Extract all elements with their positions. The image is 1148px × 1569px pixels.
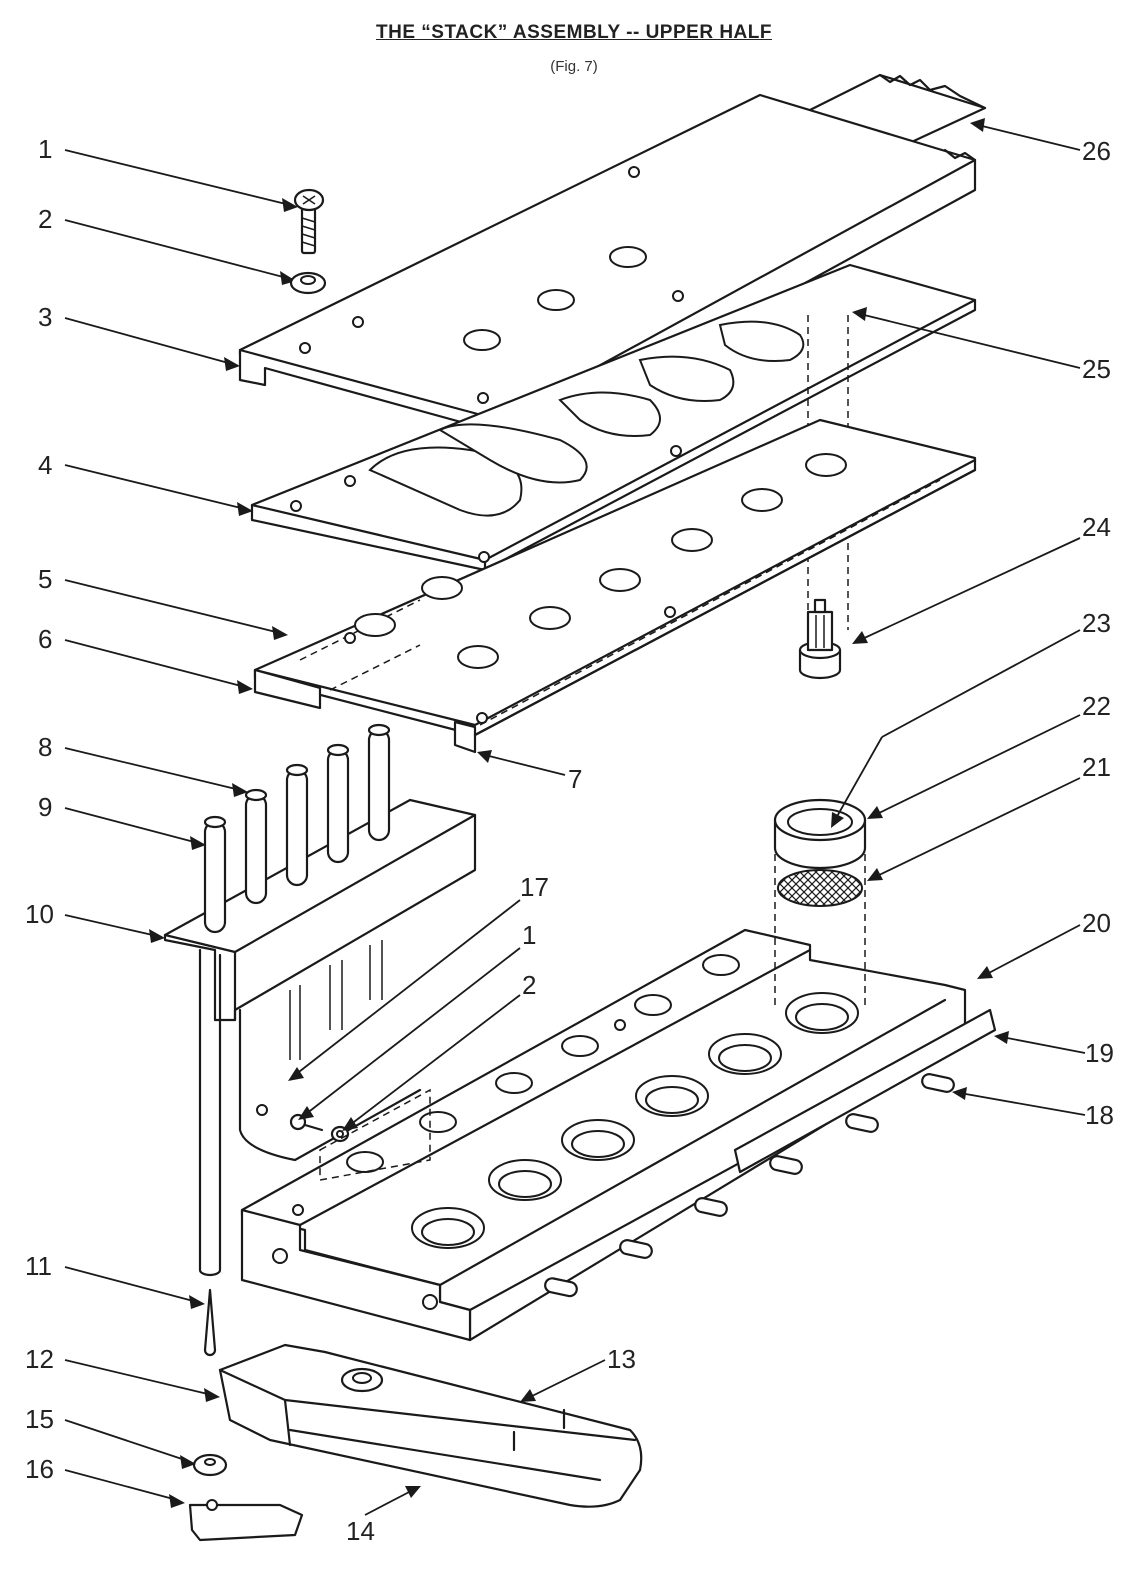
callout-9: 9 (38, 792, 52, 822)
leader-lines (64, 118, 1086, 1516)
callout-8: 8 (38, 732, 52, 762)
callout-12: 12 (25, 1344, 54, 1374)
callout-7: 7 (568, 764, 582, 794)
callout-17: 17 (520, 872, 549, 902)
callout-15: 15 (25, 1404, 54, 1434)
callout-14: 14 (346, 1516, 375, 1546)
callout-5: 5 (38, 564, 52, 594)
main-stack-body (240, 928, 967, 1342)
callout-24: 24 (1082, 512, 1111, 542)
side-strip-and-studs (544, 1008, 997, 1298)
lower-lever-assembly (188, 1288, 643, 1542)
spline-post-part (798, 598, 842, 680)
pin-block-bracket (163, 723, 477, 1277)
callout-11: 11 (25, 1251, 52, 1281)
callout-13: 13 (607, 1344, 636, 1374)
callout-26: 26 (1082, 136, 1111, 166)
callout-18: 18 (1085, 1100, 1114, 1130)
callout-1: 1 (38, 134, 52, 164)
callout-19: 19 (1085, 1038, 1114, 1068)
callout-4: 4 (38, 450, 52, 480)
base-plate (253, 418, 977, 754)
callout-2: 2 (38, 204, 52, 234)
callout-16: 16 (25, 1454, 54, 1484)
callout-25: 25 (1082, 354, 1111, 384)
diagram-title: THE “STACK” ASSEMBLY -- UPPER HALF (376, 22, 772, 43)
callout-numbers: 1 2 3 4 5 6 7 8 9 10 11 12 13 14 15 16 1… (25, 134, 1114, 1546)
callout-6: 6 (38, 624, 52, 654)
slotted-plate (250, 263, 977, 572)
callout-1-lower: 1 (522, 920, 536, 950)
callout-22: 22 (1082, 691, 1111, 721)
callout-20: 20 (1082, 908, 1111, 938)
screw-and-washer (289, 188, 327, 295)
callout-21: 21 (1082, 752, 1111, 782)
callout-2-lower: 2 (522, 970, 536, 1000)
figure-caption: (Fig. 7) (550, 58, 598, 75)
callout-10: 10 (25, 899, 54, 929)
callout-3: 3 (38, 302, 52, 332)
callout-23: 23 (1082, 608, 1111, 638)
